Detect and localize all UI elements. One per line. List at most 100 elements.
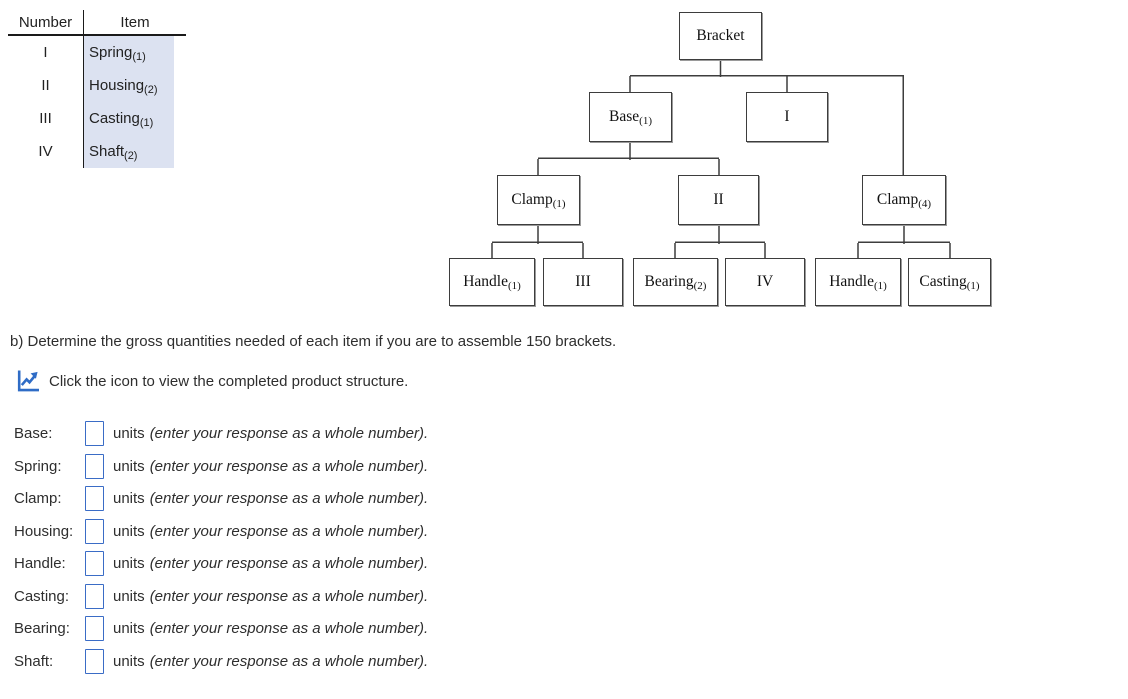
units-note: (enter your response as a whole number). — [149, 424, 429, 442]
handle-units-input[interactable] — [85, 550, 104, 576]
units-word: units — [113, 522, 145, 540]
table-row: III Casting(1) — [8, 102, 186, 135]
units-word: units — [113, 619, 145, 637]
base-units-input[interactable] — [85, 420, 104, 446]
table-header-item: Item — [120, 14, 150, 31]
units-text: units(enter your response as a whole num… — [113, 425, 428, 442]
line-chart-icon[interactable] — [16, 368, 41, 394]
units-text: units(enter your response as a whole num… — [113, 653, 428, 670]
answer-label-housing: Housing: — [14, 522, 74, 540]
row-number: III — [8, 102, 84, 135]
row-number: I — [8, 36, 84, 69]
node-subscript: (1) — [639, 115, 652, 127]
answer-row-handle: Handle: units(enter your response as a w… — [14, 550, 428, 576]
product-structure-hint-row: Click the icon to view the completed pro… — [16, 368, 408, 394]
row-item: Spring(1) — [84, 36, 174, 69]
tree-node-bearing: Bearing(2) — [633, 258, 718, 306]
units-word: units — [113, 457, 145, 475]
item-name: Casting — [89, 110, 140, 127]
units-text: units(enter your response as a whole num… — [113, 490, 428, 507]
table-row: II Housing(2) — [8, 69, 186, 102]
node-subscript: (1) — [966, 280, 980, 292]
bearing-units-input[interactable] — [85, 615, 104, 641]
units-word: units — [113, 652, 145, 670]
answer-label-handle: Handle: — [14, 554, 66, 572]
units-note: (enter your response as a whole number). — [149, 457, 429, 475]
units-word: units — [113, 489, 145, 507]
node-label: IV — [756, 273, 774, 290]
tree-node-IV: IV — [725, 258, 805, 306]
tree-node-base: Base(1) — [589, 92, 672, 142]
units-note: (enter your response as a whole number). — [149, 522, 429, 540]
tree-node-handle-left: Handle(1) — [449, 258, 535, 306]
row-number: II — [8, 69, 84, 102]
units-note: (enter your response as a whole number). — [149, 554, 429, 572]
answer-label-spring: Spring: — [14, 457, 62, 475]
housing-units-input[interactable] — [85, 518, 104, 544]
node-subscript: (1) — [552, 198, 566, 210]
item-name: Housing — [89, 77, 145, 94]
units-text: units(enter your response as a whole num… — [113, 620, 428, 637]
tree-node-casting: Casting(1) — [908, 258, 991, 306]
question-part-b: b) Determine the gross quantities needed… — [10, 333, 617, 350]
node-label: Casting — [919, 273, 967, 290]
table-header-number: Number — [8, 10, 84, 34]
node-label: III — [575, 273, 591, 290]
row-item: Housing(2) — [84, 69, 174, 102]
tree-node-clamp-4: Clamp(4) — [862, 175, 946, 225]
answer-label-clamp: Clamp: — [14, 489, 62, 507]
node-label: Base — [609, 108, 640, 125]
item-quantity-subscript: (2) — [124, 149, 138, 162]
units-note: (enter your response as a whole number). — [149, 619, 429, 637]
node-label: I — [784, 108, 790, 125]
clamp-units-input[interactable] — [85, 485, 104, 511]
units-word: units — [113, 424, 145, 442]
units-text: units(enter your response as a whole num… — [113, 588, 428, 605]
node-label: Bracket — [696, 27, 745, 44]
casting-units-input[interactable] — [85, 583, 104, 609]
answer-label-bearing: Bearing: — [14, 619, 70, 637]
node-subscript: (1) — [507, 280, 521, 292]
item-quantity-subscript: (1) — [139, 116, 154, 129]
tree-connectors — [491, 60, 951, 260]
answer-row-clamp: Clamp: units(enter your response as a wh… — [14, 485, 428, 511]
item-number-table: Number Item I Spring(1) II Housing(2) II… — [8, 10, 186, 168]
units-text: units(enter your response as a whole num… — [113, 523, 428, 540]
tree-node-bracket: Bracket — [679, 12, 762, 60]
table-row: IV Shaft(2) — [8, 135, 186, 168]
tree-node-III: III — [543, 258, 623, 306]
node-subscript: (4) — [918, 198, 932, 210]
units-word: units — [113, 554, 145, 572]
row-item: Shaft(2) — [84, 135, 174, 168]
units-note: (enter your response as a whole number). — [149, 489, 429, 507]
spring-units-input[interactable] — [85, 453, 104, 479]
icon-hint-text: Click the icon to view the completed pro… — [49, 372, 409, 390]
item-name: Shaft — [89, 143, 125, 160]
shaft-units-input[interactable] — [85, 648, 104, 674]
tree-node-II: II — [678, 175, 759, 225]
answer-label-base: Base: — [14, 424, 53, 442]
answer-label-shaft: Shaft: — [14, 652, 54, 670]
answer-row-spring: Spring: units(enter your response as a w… — [14, 453, 428, 479]
product-structure-tree: Bracket Base(1) I Clamp(1) II Clamp(4) H… — [0, 0, 1128, 330]
table-header-row: Number Item — [8, 10, 186, 36]
node-label: Handle — [829, 273, 874, 290]
units-text: units(enter your response as a whole num… — [113, 555, 428, 572]
answer-row-housing: Housing: units(enter your response as a … — [14, 518, 428, 544]
item-quantity-subscript: (1) — [132, 50, 146, 63]
node-subscript: (2) — [693, 280, 707, 292]
node-label: Clamp — [876, 191, 919, 208]
answer-row-bearing: Bearing: units(enter your response as a … — [14, 615, 428, 641]
answer-row-shaft: Shaft: units(enter your response as a wh… — [14, 648, 428, 674]
item-quantity-subscript: (2) — [144, 83, 158, 96]
item-name: Spring — [89, 44, 133, 61]
node-label: Bearing — [644, 273, 694, 290]
row-number: IV — [8, 135, 84, 168]
node-label: II — [713, 191, 724, 208]
row-item: Casting(1) — [84, 102, 174, 135]
node-label: Clamp — [511, 191, 553, 208]
units-note: (enter your response as a whole number). — [149, 652, 429, 670]
answer-row-base: Base: units(enter your response as a who… — [14, 420, 428, 446]
answer-label-casting: Casting: — [14, 587, 70, 605]
